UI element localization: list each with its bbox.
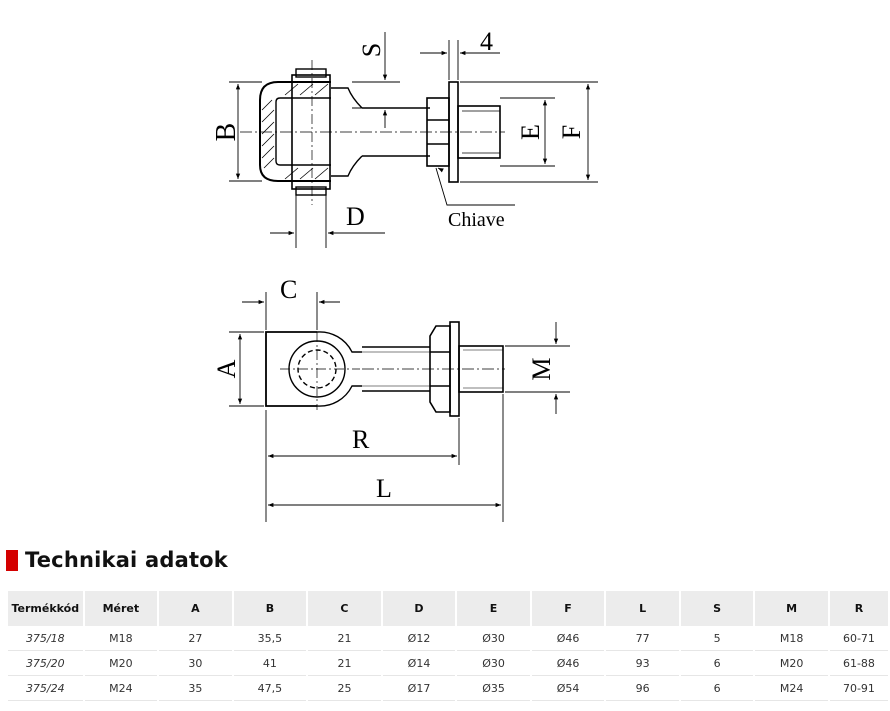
table-cell: 5 bbox=[680, 626, 754, 651]
dim-label-d: D bbox=[346, 202, 365, 231]
table-cell: 93 bbox=[606, 651, 679, 676]
product-code-cell: 375/18 bbox=[8, 626, 83, 651]
section-header: Technikai adatok bbox=[6, 548, 228, 572]
table-header-row: Termékkód Méret A B C D E F L S M R bbox=[8, 591, 888, 626]
column-header: S bbox=[680, 591, 754, 626]
table-cell: 41 bbox=[233, 651, 307, 676]
section-title: Technikai adatok bbox=[25, 548, 228, 572]
table-row: 375/18 M18 27 35,5 21 Ø12 Ø30 Ø46 77 5 M… bbox=[8, 626, 888, 651]
table-cell: Ø30 bbox=[457, 651, 530, 676]
table-cell: Ø46 bbox=[531, 651, 605, 676]
table-cell: 70-91 bbox=[829, 676, 888, 701]
table-cell: Ø17 bbox=[382, 676, 456, 701]
table-cell: 60-71 bbox=[829, 626, 888, 651]
table-cell: 25 bbox=[308, 676, 381, 701]
column-header: C bbox=[308, 591, 381, 626]
table-cell: Ø30 bbox=[457, 626, 530, 651]
dim-label-m: M bbox=[527, 357, 556, 380]
technical-drawing: B S 4 E F D Chiave bbox=[211, 27, 598, 522]
spec-table: Termékkód Méret A B C D E F L S M R 375/… bbox=[6, 591, 890, 701]
column-header: Termékkód bbox=[8, 591, 83, 626]
table-cell: 30 bbox=[159, 651, 232, 676]
table-cell: Ø54 bbox=[531, 676, 605, 701]
dim-label-r: R bbox=[352, 425, 370, 454]
product-code-cell: 375/20 bbox=[8, 651, 83, 676]
dim-label-s: S bbox=[357, 43, 386, 57]
table-cell: 35 bbox=[159, 676, 232, 701]
column-header: A bbox=[159, 591, 232, 626]
column-header: D bbox=[382, 591, 456, 626]
table-cell: Ø46 bbox=[531, 626, 605, 651]
table-cell: M20 bbox=[755, 651, 828, 676]
top-view bbox=[240, 60, 505, 205]
table-cell: M18 bbox=[84, 626, 158, 651]
column-header: R bbox=[829, 591, 888, 626]
column-header: B bbox=[233, 591, 307, 626]
table-cell: M18 bbox=[755, 626, 828, 651]
table-cell: 6 bbox=[680, 676, 754, 701]
bottom-view bbox=[265, 321, 505, 417]
table-cell: Ø35 bbox=[457, 676, 530, 701]
table-cell: M24 bbox=[84, 676, 158, 701]
dim-label-4: 4 bbox=[480, 27, 493, 56]
table-cell: Ø14 bbox=[382, 651, 456, 676]
table-cell: 6 bbox=[680, 651, 754, 676]
dim-label-c: C bbox=[280, 275, 297, 304]
table-cell: 27 bbox=[159, 626, 232, 651]
table-cell: Ø12 bbox=[382, 626, 456, 651]
column-header: M bbox=[755, 591, 828, 626]
column-header: E bbox=[457, 591, 530, 626]
table-cell: 61-88 bbox=[829, 651, 888, 676]
chiave-label: Chiave bbox=[448, 209, 505, 231]
table-cell: 21 bbox=[308, 626, 381, 651]
table-row: 375/24 M24 35 47,5 25 Ø17 Ø35 Ø54 96 6 M… bbox=[8, 676, 888, 701]
table-cell: 21 bbox=[308, 651, 381, 676]
table-cell: M24 bbox=[755, 676, 828, 701]
section-accent-bar bbox=[6, 549, 18, 571]
column-header: L bbox=[606, 591, 679, 626]
table-cell: 47,5 bbox=[233, 676, 307, 701]
dim-label-a: A bbox=[212, 359, 241, 378]
dim-label-f: F bbox=[557, 125, 586, 139]
table-cell: 77 bbox=[606, 626, 679, 651]
table-cell: M20 bbox=[84, 651, 158, 676]
column-header: Méret bbox=[84, 591, 158, 626]
table-row: 375/20 M20 30 41 21 Ø14 Ø30 Ø46 93 6 M20… bbox=[8, 651, 888, 676]
dim-label-b: B bbox=[211, 123, 242, 142]
column-header: F bbox=[531, 591, 605, 626]
table-cell: 35,5 bbox=[233, 626, 307, 651]
product-code-cell: 375/24 bbox=[8, 676, 83, 701]
table-cell: 96 bbox=[606, 676, 679, 701]
dim-label-e: E bbox=[516, 124, 545, 140]
dim-label-l: L bbox=[376, 474, 392, 503]
